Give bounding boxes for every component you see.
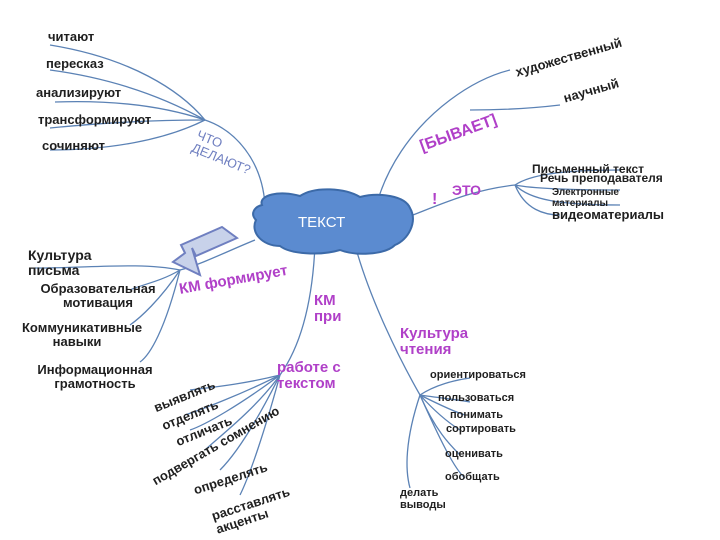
forms-item-communication: Коммуникативные навыки (22, 320, 143, 349)
reading-item-evaluate: оценивать (445, 448, 503, 460)
reading-item-use: пользоваться (438, 392, 515, 404)
reading-item-sort: сортировать (446, 423, 516, 435)
is-item-electronic: Электронные материалы (552, 187, 619, 209)
what-do-item-5: сочиняют (42, 138, 105, 153)
is-item-video: видеоматериалы (552, 207, 665, 222)
forms-item-writing-culture: Культура письма (28, 247, 92, 278)
branch-is-title: ЭТО (452, 182, 482, 198)
text-cloud (252, 188, 414, 255)
arrow-icon (171, 225, 239, 277)
reading-item-generalize: обобщать (445, 471, 500, 483)
branch-work-title: КМ при (314, 292, 342, 325)
what-do-item-1: читают (48, 29, 95, 44)
center-label: ТЕКСТ (298, 214, 346, 231)
is-item-speech: Речь преподавателя (540, 171, 663, 185)
branch-types-mark: ! (432, 191, 438, 208)
what-do-item-3: анализируют (36, 85, 122, 100)
is-item-written: Письменный текст (532, 162, 645, 176)
reading-item-navigate: ориентироваться (430, 369, 526, 381)
branch-work-subtitle: работе с текстом (277, 359, 341, 392)
branch-reading-title: Культура чтения (400, 325, 469, 358)
forms-item-motivation: Образовательная мотивация (40, 281, 156, 310)
reading-item-understand: понимать (450, 409, 504, 421)
reading-item-conclude: делать выводы (400, 487, 446, 511)
forms-item-information-literacy: Информационная грамотность (37, 362, 153, 391)
what-do-item-4: трансформируют (38, 112, 152, 127)
what-do-item-2: пересказ (46, 56, 104, 71)
